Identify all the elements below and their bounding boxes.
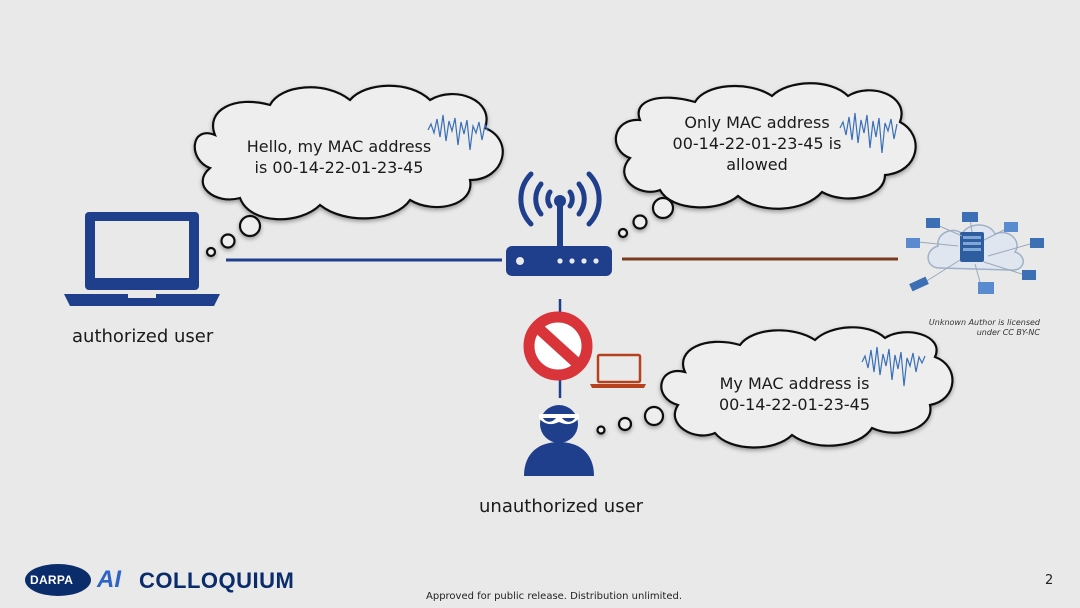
prohibited-icon (523, 311, 593, 381)
colloquium-logo-text: COLLOQUIUM (139, 568, 295, 593)
router-bubble-text: Only MAC address 00-14-22-01-23-45 is al… (657, 112, 857, 175)
approval-notice: Approved for public release. Distributio… (426, 591, 683, 602)
authorized-user-label: authorized user (72, 326, 214, 347)
router-icon (506, 171, 612, 276)
unauthorized-thought-bubble (596, 326, 954, 449)
image-credit: Unknown Author is licensed under CC BY-N… (900, 318, 1040, 338)
authorized-bubble-line: Hello, my MAC address (246, 137, 432, 156)
waveform-icon (839, 112, 898, 154)
darpa-logo (25, 564, 91, 596)
router-bubble-line: Only MAC address (684, 113, 830, 132)
authorized-thought-bubble (193, 84, 504, 258)
router-thought-bubble (614, 82, 917, 239)
small-laptop-icon (590, 353, 646, 388)
waveform-icon (427, 114, 489, 151)
router-bubble-line: 00-14-22-01-23-45 is (672, 134, 842, 153)
unauthorized-bubble-line: 00-14-22-01-23-45 (718, 395, 871, 414)
hacker-icon (524, 405, 594, 476)
laptop-icon (64, 212, 220, 306)
unauthorized-bubble-line: My MAC address is (719, 374, 870, 393)
image-credit-line: Unknown Author is licensed (928, 318, 1040, 327)
waveform-icon (861, 346, 926, 387)
router-bubble-line: allowed (726, 155, 788, 174)
ai-logo-text: AI (97, 566, 121, 593)
unauthorized-bubble-text: My MAC address is 00-14-22-01-23-45 (702, 373, 887, 415)
darpa-logo-text: DARPA (30, 573, 74, 587)
authorized-bubble-line: is 00-14-22-01-23-45 (254, 158, 424, 177)
image-credit-line: under CC BY-NC (976, 328, 1040, 337)
network-cloud-icon (906, 212, 1044, 294)
authorized-bubble-text: Hello, my MAC address is 00-14-22-01-23-… (239, 136, 439, 178)
unauthorized-user-label: unauthorized user (479, 496, 644, 517)
page-number: 2 (1045, 573, 1054, 588)
